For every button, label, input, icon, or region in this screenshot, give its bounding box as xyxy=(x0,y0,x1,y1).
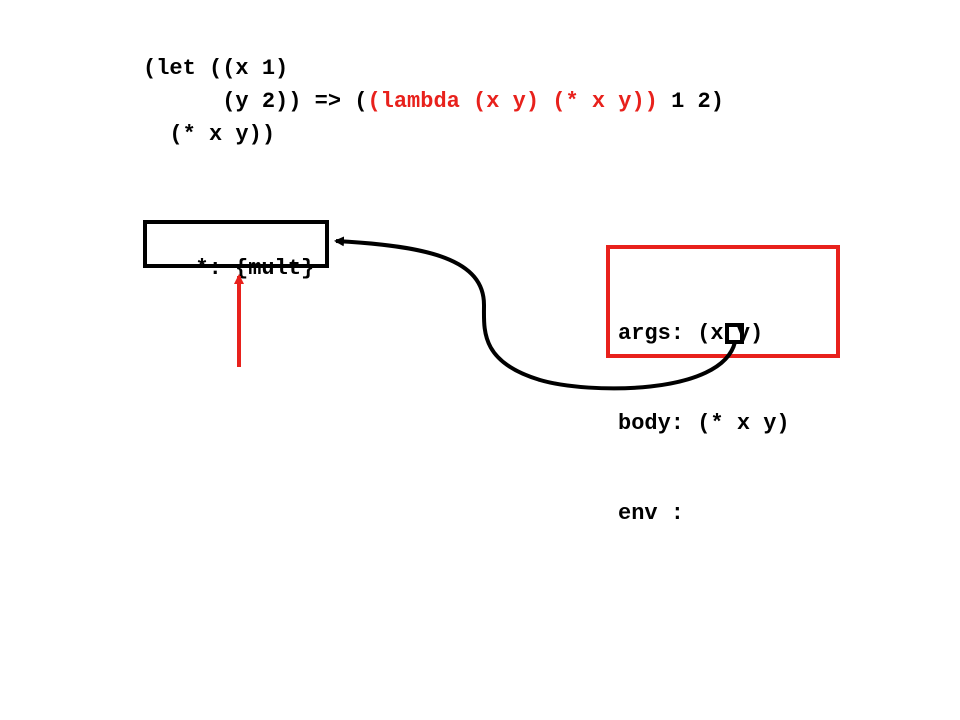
code-line-2-prefix: (y 2)) => ( xyxy=(143,89,368,114)
closure-args: args: (x y) xyxy=(618,321,764,346)
global-frame-box: *: {mult} xyxy=(143,220,329,281)
frame-binding-label: *: {mult} xyxy=(195,256,315,281)
let-expression-code: (let ((x 1) (y 2)) => ((lambda (x y) (* … xyxy=(143,52,724,151)
code-lambda-expression: (lambda (x y) (* x y)) xyxy=(367,89,658,114)
closure-env: env : xyxy=(618,501,685,526)
code-line-3: (* x y)) xyxy=(143,122,276,147)
code-line-1: (let ((x 1) xyxy=(143,56,289,81)
code-line-2-args: 1 2) xyxy=(657,89,724,114)
closure-body: body: (* x y) xyxy=(618,411,790,436)
closure-box: args: (x y) body: (* x y) env : xyxy=(606,245,840,526)
